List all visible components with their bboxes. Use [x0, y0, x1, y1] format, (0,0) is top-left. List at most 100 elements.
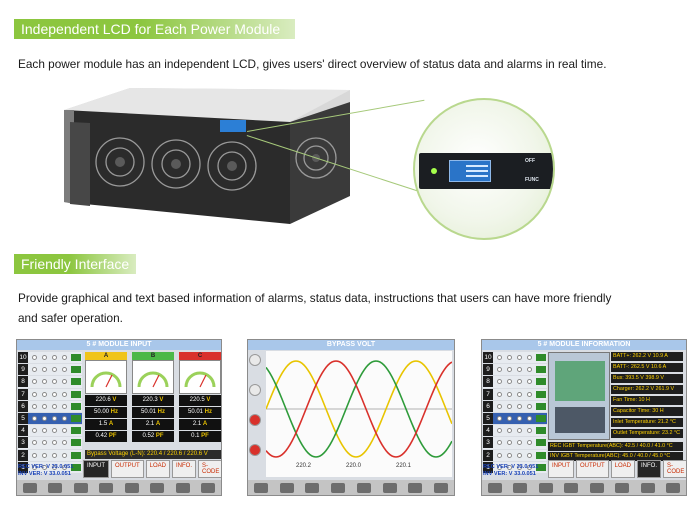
dock-app-icon[interactable]	[201, 482, 216, 493]
tab-load[interactable]: LOAD	[145, 460, 171, 478]
status-dot	[42, 416, 48, 422]
dock-app-icon[interactable]	[48, 482, 63, 493]
dock-app-icon[interactable]	[408, 482, 423, 493]
dock-app-icon[interactable]	[253, 482, 268, 493]
unit-text: V	[112, 397, 117, 403]
rack-row[interactable]: 4	[18, 425, 82, 437]
dock-app-icon[interactable]	[640, 482, 655, 493]
rack-row[interactable]: 6	[18, 400, 82, 412]
tab-load[interactable]: LOAD	[610, 460, 636, 478]
rack-number: 9	[18, 364, 28, 376]
status-dot	[61, 403, 67, 409]
dock-app-icon[interactable]	[487, 482, 502, 493]
value-text: 50.01	[140, 409, 158, 415]
zoom-in-button[interactable]	[249, 414, 261, 426]
tab-info[interactable]: INFO.	[637, 460, 662, 478]
value-text: 2.1	[192, 421, 203, 427]
status-dot	[507, 452, 513, 458]
dock-app-icon[interactable]	[382, 482, 397, 493]
rack-row[interactable]: 10	[18, 352, 82, 364]
rack-row[interactable]: 1	[483, 461, 547, 473]
dock-app-icon[interactable]	[538, 482, 553, 493]
dock-app-icon[interactable]	[666, 482, 681, 493]
dock-app-icon[interactable]	[331, 482, 346, 493]
dock-app-icon[interactable]	[615, 482, 630, 493]
dock-app-icon[interactable]	[279, 482, 294, 493]
tab-input[interactable]: INPUT	[548, 460, 574, 478]
phase-value: 220.5 V	[179, 395, 221, 406]
module-schematic	[548, 352, 610, 440]
zoom-out-button[interactable]	[249, 444, 261, 456]
status-dot	[51, 464, 57, 470]
dock-app-icon[interactable]	[513, 482, 528, 493]
dock-app-icon[interactable]	[99, 482, 114, 493]
dock-app-icon[interactable]	[589, 482, 604, 493]
rack-row[interactable]: 7	[18, 388, 82, 400]
dock-app-icon[interactable]	[73, 482, 88, 493]
ups-rack-unit-image	[64, 88, 350, 224]
rack-status-dots	[493, 452, 536, 458]
status-dot	[507, 391, 513, 397]
rack-row[interactable]: 5	[483, 412, 547, 425]
rack-status-dots	[493, 428, 536, 434]
bypass-button[interactable]	[249, 384, 261, 396]
rack-row[interactable]: 1	[18, 461, 82, 473]
rack-status-dots	[493, 367, 536, 373]
value-text: 220.5	[189, 397, 207, 403]
rack-led	[71, 366, 81, 374]
dock-app-icon[interactable]	[564, 482, 579, 493]
rack-row[interactable]: 5	[18, 412, 82, 425]
rack-row[interactable]: 3	[18, 437, 82, 449]
dock-app-icon[interactable]	[356, 482, 371, 493]
tab-scode[interactable]: S-CODE	[663, 460, 686, 478]
tab-input[interactable]: INPUT	[83, 460, 109, 478]
tab-scode[interactable]: S-CODE	[198, 460, 221, 478]
rack-row[interactable]: 6	[483, 400, 547, 412]
rack-row[interactable]: 10	[483, 352, 547, 364]
status-dot	[51, 428, 57, 434]
rack-row[interactable]: 9	[483, 364, 547, 376]
status-dot	[32, 391, 38, 397]
func-key-label[interactable]: FUNC	[525, 177, 539, 183]
rack-row[interactable]: 4	[483, 425, 547, 437]
rack-status-dots	[493, 440, 536, 446]
dock-app-icon[interactable]	[175, 482, 190, 493]
tab-output[interactable]: OUTPUT	[111, 460, 144, 478]
dock-app-icon[interactable]	[434, 482, 449, 493]
unit-text: Hz	[204, 409, 213, 415]
status-dot	[32, 379, 38, 385]
rack-status-dots	[28, 367, 71, 373]
rack-row[interactable]: 3	[483, 437, 547, 449]
section-description-line2: and safer operation.	[18, 311, 123, 325]
rack-row[interactable]: 7	[483, 388, 547, 400]
status-dot	[526, 403, 532, 409]
status-dot	[526, 428, 532, 434]
rack-row[interactable]: 8	[18, 376, 82, 388]
voltage-reading: 220.2	[296, 463, 312, 469]
tab-info[interactable]: INFO.	[172, 460, 197, 478]
dock-app-icon[interactable]	[124, 482, 139, 493]
output-button[interactable]	[249, 354, 261, 366]
unit-text: PF	[108, 433, 117, 439]
unit-text: Hz	[110, 409, 119, 415]
status-dot	[51, 440, 57, 446]
inv-igbt-temperature: INV IGBT Temperature(ABC): 45.0 / 40.0 /…	[548, 452, 683, 461]
dock-app-icon[interactable]	[22, 482, 37, 493]
bottom-dock	[482, 480, 686, 495]
phase-value: 0.52 PF	[132, 431, 174, 442]
rack-row[interactable]: 2	[483, 449, 547, 461]
status-dot	[61, 367, 67, 373]
rack-row[interactable]: 8	[483, 376, 547, 388]
off-key-label[interactable]: OFF	[525, 158, 535, 164]
rack-led	[71, 439, 81, 447]
dock-app-icon[interactable]	[305, 482, 320, 493]
tab-output[interactable]: OUTPUT	[576, 460, 609, 478]
phase-value: 220.6 V	[85, 395, 127, 406]
rack-row[interactable]: 9	[18, 364, 82, 376]
rack-status-dots	[28, 403, 71, 409]
rack-row[interactable]: 2	[18, 449, 82, 461]
dock-app-icon[interactable]	[150, 482, 165, 493]
